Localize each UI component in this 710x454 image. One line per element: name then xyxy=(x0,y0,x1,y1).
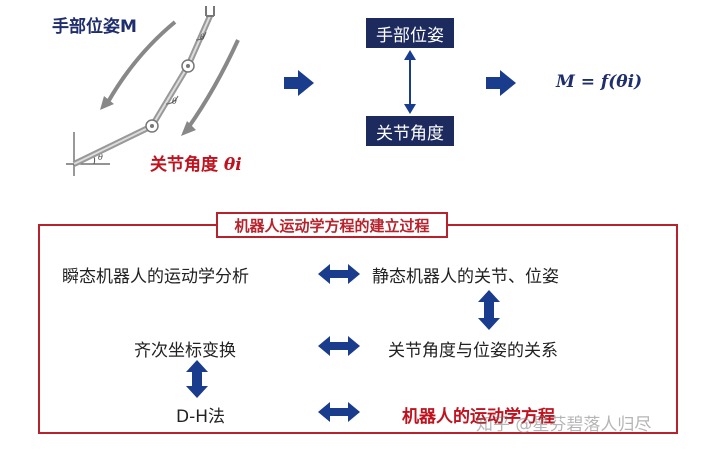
node-kinematics-equation: 机器人的运动学方程 xyxy=(402,407,555,427)
motion-arc-right-head xyxy=(181,121,196,136)
double-arrow-horizontal-icon-2 xyxy=(318,336,360,356)
arrow-right-icon-2 xyxy=(486,70,516,96)
arrow-right-icon xyxy=(284,70,314,96)
joint-angle-symbol: θi xyxy=(223,155,242,175)
motion-arc-left-head xyxy=(100,96,114,110)
svg-text:θ: θ xyxy=(200,33,205,42)
joint-angle-label: 关节角度 θi xyxy=(150,150,242,175)
node-dh-method: D-H法 xyxy=(176,407,226,427)
joint-angle-box: 关节角度 xyxy=(366,116,454,146)
robot-arm-illustration: θ θ θ xyxy=(66,6,240,176)
process-title: 机器人运动学方程的建立过程 xyxy=(216,212,448,238)
hand-pose-label: 手部位姿M xyxy=(52,17,137,37)
theta3-angle-arc xyxy=(195,31,207,41)
svg-text:θ: θ xyxy=(172,97,177,106)
theta2-angle-arc xyxy=(165,95,179,105)
arm-links-core xyxy=(73,15,211,165)
joint-angle-text: 关节角度 xyxy=(150,155,218,175)
double-arrow-horizontal-icon-3 xyxy=(318,402,360,422)
double-arrow-horizontal-icon-1 xyxy=(318,264,360,284)
double-arrow-vertical-icon-2 xyxy=(478,290,500,330)
double-arrow-vertical-icon-3 xyxy=(186,360,208,398)
hand-pose-box: 手部位姿 xyxy=(366,18,454,48)
watermark: 知乎 @星芬碧落人归尽 xyxy=(476,415,652,435)
double-arrow-vertical-icon xyxy=(404,50,416,114)
motion-arc-right xyxy=(186,39,240,130)
motion-arc-left xyxy=(106,20,177,103)
node-static-pose: 静态机器人的关节、位姿 xyxy=(372,267,559,287)
node-instant-analysis: 瞬态机器人的运动学分析 xyxy=(62,267,249,287)
node-joint-pose-relation: 关节角度与位姿的关系 xyxy=(388,341,558,361)
node-homogeneous-transform: 齐次坐标变换 xyxy=(134,341,236,361)
kinematics-formula: M = f(θi) xyxy=(556,72,643,92)
svg-text:θ: θ xyxy=(98,153,103,162)
gripper-icon xyxy=(205,6,215,17)
arm-links xyxy=(72,14,213,167)
